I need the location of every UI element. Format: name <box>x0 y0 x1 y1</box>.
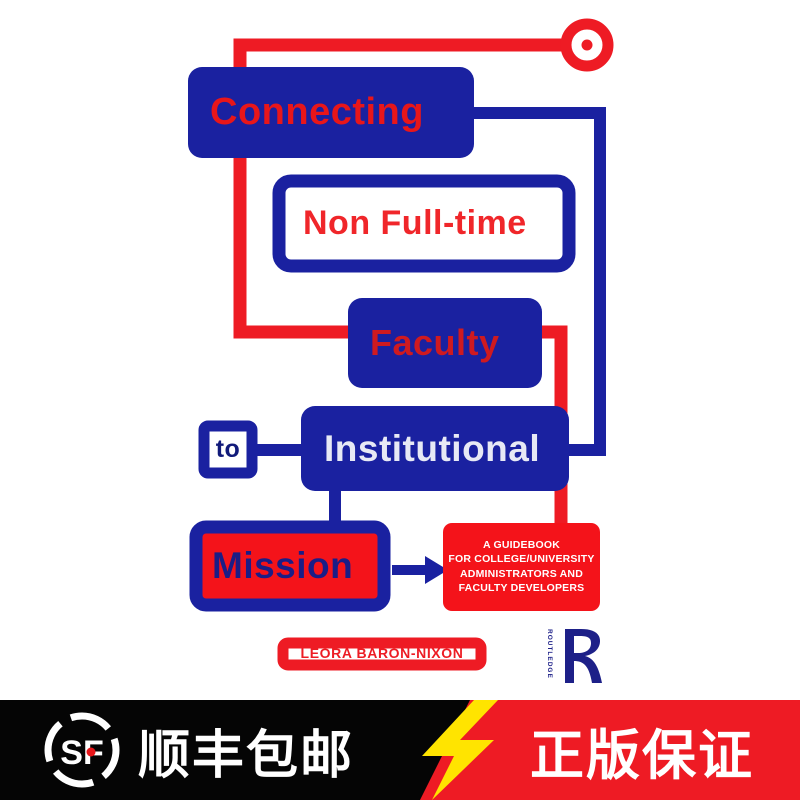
lightning-bolt-icon <box>422 700 498 800</box>
node-shell-author <box>277 637 487 671</box>
author-name: LEORA BARON-NIXON <box>300 645 464 661</box>
title-word-mission: Mission <box>212 545 354 586</box>
title-word-to: to <box>215 435 241 463</box>
title-word-connecting: Connecting <box>210 91 424 133</box>
node-shell-mission <box>189 520 391 612</box>
node-shell-to <box>198 420 258 479</box>
publisher-wordmark: ROUTLEDGE <box>546 629 553 679</box>
title-word-institutional: Institutional <box>324 427 541 469</box>
red-connector-path <box>233 38 565 339</box>
blue-connector-path <box>462 107 606 456</box>
subtitle-line: A GUIDEBOOK <box>482 539 561 552</box>
node-shell-connecting <box>188 67 474 158</box>
title-word-non-full-time: Non Full-time <box>303 204 527 242</box>
banner-shipping-text: 顺丰包邮 <box>138 726 355 785</box>
subtitle-line: FOR COLLEGE/UNIVERSITY <box>448 553 595 566</box>
banner-guarantee-text: 正版保证 <box>530 725 754 786</box>
svg-text:SF: SF <box>60 734 103 772</box>
node-shell-subtitle <box>443 523 600 611</box>
routledge-logo: ROUTLEDGE <box>545 625 615 687</box>
subtitle-line: ADMINISTRATORS AND <box>460 567 583 580</box>
red-terminal-dot <box>581 39 593 51</box>
subtitle-line: FACULTY DEVELOPERS <box>458 581 585 594</box>
title-word-faculty: Faculty <box>370 322 500 363</box>
arrow-icon-mission-to-subtitle <box>392 556 448 584</box>
routledge-r-mark <box>565 629 602 683</box>
red-terminal-ring <box>560 18 614 72</box>
promo-banner <box>0 700 800 800</box>
node-shell-faculty <box>348 298 542 388</box>
node-shell-institutional <box>301 406 569 491</box>
sf-express-logo-icon: SF <box>44 712 120 788</box>
cover-flow-diagram <box>188 18 614 671</box>
cover-subtitle: A GUIDEBOOK FOR COLLEGE/UNIVERSITY ADMIN… <box>443 523 600 611</box>
node-shell-non-full-time <box>272 174 576 273</box>
